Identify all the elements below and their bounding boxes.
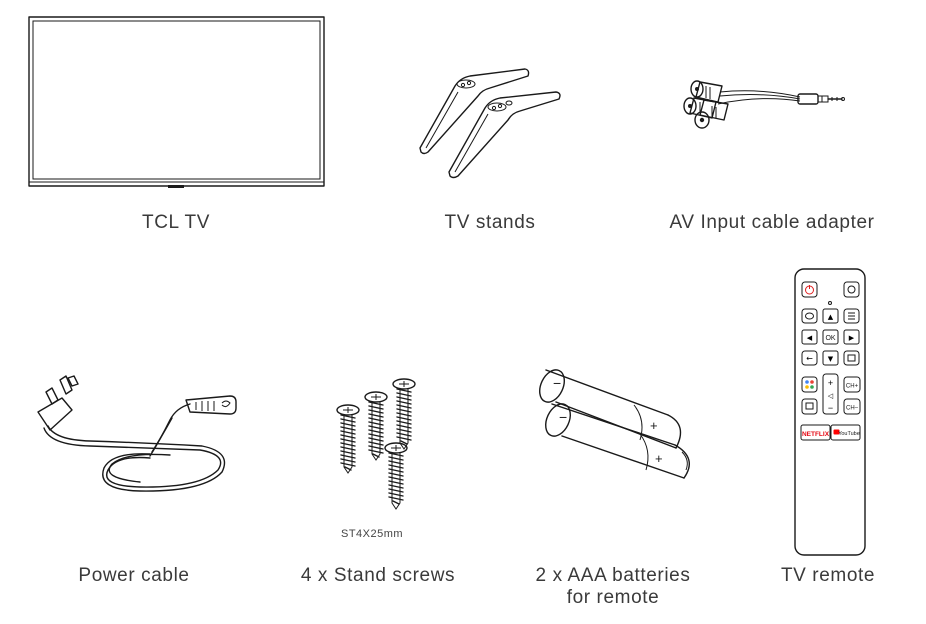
netflix-label: NETFLIX [802,431,830,438]
svg-text:−: − [553,375,561,391]
battery-back: − + [539,369,682,449]
batteries-caption-line1: 2 x AAA batteries [535,565,691,586]
youtube-label: YouTube [838,431,860,437]
svg-text:−: − [828,403,833,413]
screws-caption: 4 x Stand screws [300,565,456,586]
settings-button [843,281,860,298]
screws-spec: ST4X25mm [341,528,404,540]
tv-caption: TCL TV [141,212,210,233]
svg-text:◁: ◁ [828,392,834,400]
ch-down-label: CH– [846,406,859,412]
tv-stands-caption: TV stands [444,212,536,233]
battery-front: − + [545,403,690,479]
svg-text:−: − [559,409,567,425]
svg-text:+: + [655,451,663,466]
svg-text:◀: ◀ [807,334,813,342]
svg-text:▶: ▶ [849,334,855,342]
screw [392,378,416,450]
ch-up-label: CH+ [846,384,859,390]
svg-text:+: + [650,418,658,433]
ok-button-label: OK [825,335,835,342]
power-button [801,281,818,298]
remote-caption: TV remote [780,565,876,586]
batteries-caption-line2: for remote [566,587,660,608]
screw [364,391,388,461]
av-cable-caption: AV Input cable adapter [669,212,875,233]
svg-text:▲: ▲ [828,313,834,321]
svg-text:←: ← [806,354,813,363]
screw [384,442,408,510]
power-cable-caption: Power cable [78,565,190,586]
svg-text:+: + [828,378,833,388]
svg-text:▼: ▼ [828,355,834,363]
screw [336,404,360,474]
